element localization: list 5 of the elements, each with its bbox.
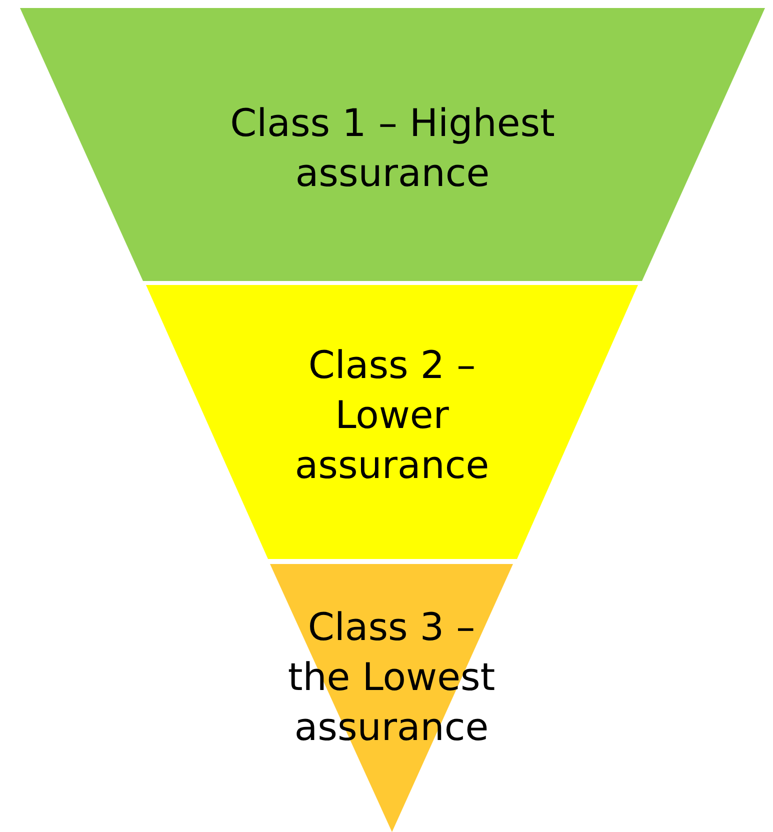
funnel-segment xyxy=(20,8,765,281)
funnel-segment xyxy=(146,285,638,559)
segment-label: Class 2 – Lower assurance xyxy=(294,342,490,489)
segment-label: Class 1 – Highest assurance xyxy=(229,100,556,197)
funnel-segment xyxy=(270,564,513,832)
